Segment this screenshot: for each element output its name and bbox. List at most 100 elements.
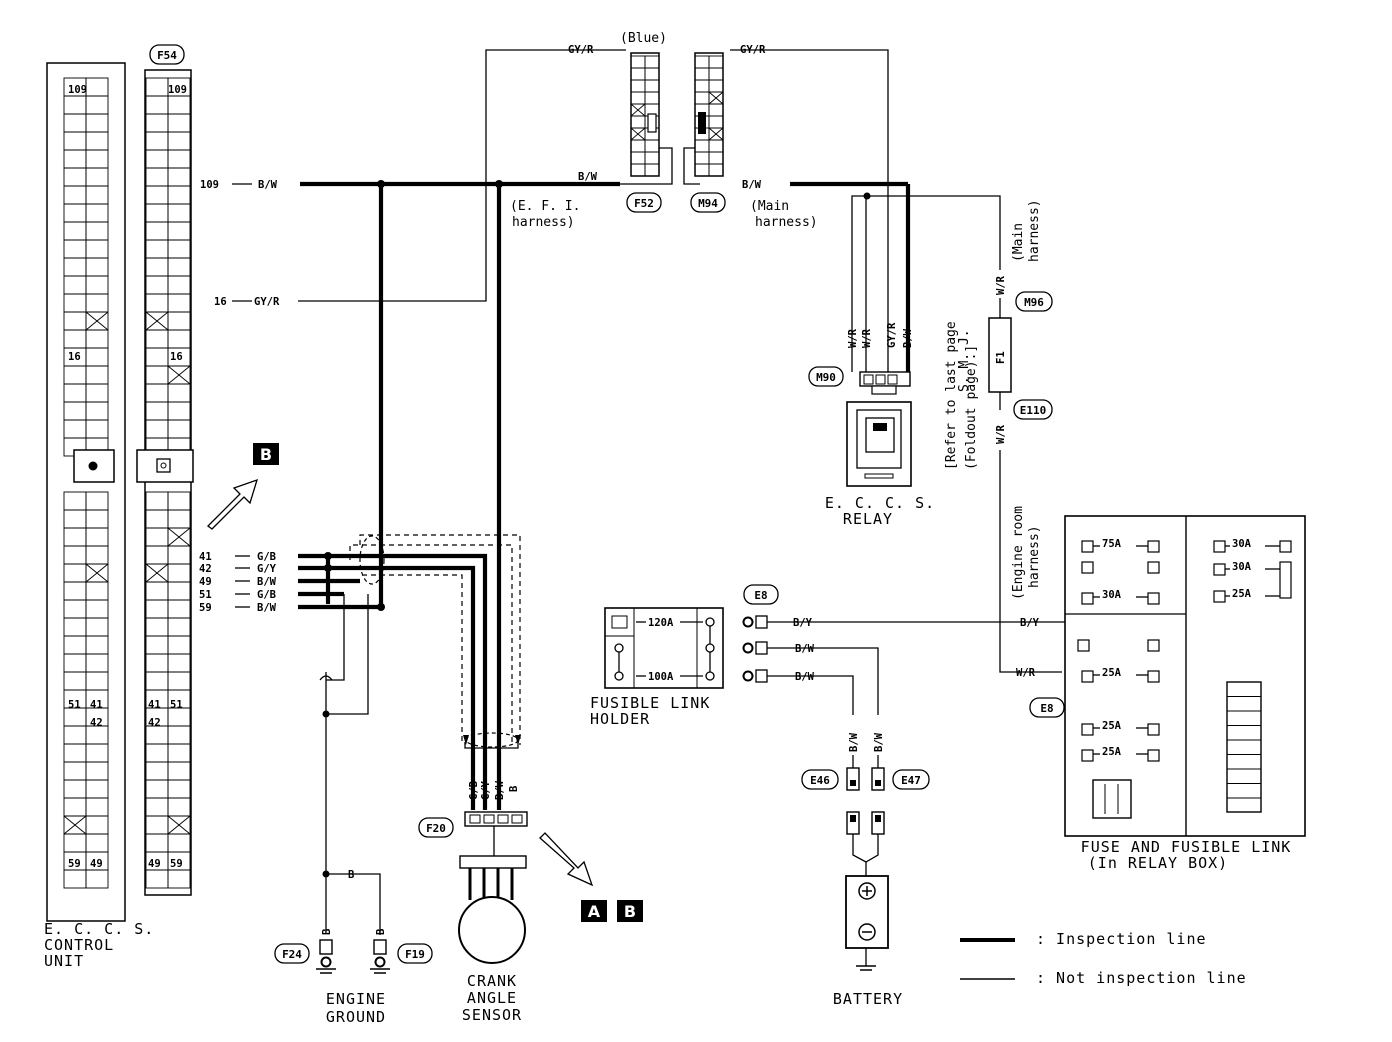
svg-text:E110: E110 (1020, 404, 1047, 417)
main-harness-label-1: (Main (750, 199, 789, 214)
fuse-right-30a-1: 30A (1232, 538, 1252, 550)
f52-connector (630, 52, 660, 177)
wire-41-color: G/B (257, 551, 276, 563)
smj-wire-wr-top: W/R (995, 275, 1007, 295)
f54-pin-51-label: 51 (170, 699, 183, 711)
svg-text:E46: E46 (810, 774, 830, 787)
eccs-relay-label-1: E. C. C. S. (825, 494, 935, 512)
wire-by-right: B/Y (1020, 617, 1040, 629)
m94-connector (694, 52, 724, 177)
svg-text:E8: E8 (1040, 702, 1053, 715)
e46-badge: E46 (801, 769, 839, 790)
wire-41-label: 41 (199, 551, 212, 563)
wire-109-color: B/W (258, 179, 278, 191)
fl-120a-label: 120A (648, 617, 674, 629)
f54-pin-42-label: 42 (148, 717, 161, 729)
svg-text:B: B (260, 445, 272, 464)
wire-49-label: 49 (199, 576, 212, 588)
fl-100a-label: 100A (648, 671, 674, 683)
f52-badge: F52 (626, 192, 662, 213)
cas-wire-b: B (508, 786, 520, 792)
ground-wire-b2: B (375, 929, 387, 935)
svg-text:E8: E8 (754, 589, 767, 602)
wire-gyr-left (298, 49, 626, 302)
wire-109-label: 109 (200, 179, 219, 191)
e8-box-badge: E8 (1029, 697, 1065, 718)
eccs-relay: E. C. C. S. RELAY (825, 371, 935, 528)
reference-ab-bottom: A B (539, 832, 643, 922)
wire-59-label: 59 (199, 602, 212, 614)
ecu-pin-16-label: 16 (68, 351, 81, 363)
fl-wire-bw1: B/W (795, 643, 815, 655)
smj-wire-wr-bot: W/R (995, 424, 1007, 444)
main-harness-vertical-1: (Main (1011, 223, 1026, 262)
fuse-30a-label: 30A (1102, 589, 1122, 601)
svg-text:F54: F54 (157, 49, 177, 62)
f54-pin-109-label: 109 (168, 84, 187, 96)
cas-label-1: CRANK (467, 972, 517, 990)
cas-label-2: ANGLE (467, 989, 517, 1007)
ecu-wire-bundle-labels: 41 42 49 51 59 G/B G/Y B/W G/B B/W (199, 551, 277, 614)
ecu-label-2: CONTROL (44, 936, 114, 954)
relay-wire-wr1: W/R (847, 328, 859, 348)
ecu-terminal-grid-left (63, 77, 109, 889)
wire-59-color: B/W (257, 602, 277, 614)
fusible-link-holder: 120A 100A FUSIBLE LINK HOLDER (590, 607, 724, 728)
main-harness-label-2: harness) (755, 215, 818, 230)
wire-bw-main-label: B/W (742, 179, 762, 191)
f24-badge: F24 (274, 943, 310, 964)
relay-wire-gyr: GY/R (886, 322, 898, 348)
fusebox-label-1: FUSE AND FUSIBLE LINK (1081, 838, 1292, 856)
cas-wire-gy: G/Y (480, 780, 492, 800)
wire-wr-right: W/R (1016, 667, 1036, 679)
svg-text:F19: F19 (405, 948, 425, 961)
fuse-75a-label: 75A (1102, 538, 1122, 550)
efi-harness-label-2: harness) (512, 215, 575, 230)
fl-holder-label-2: HOLDER (590, 710, 650, 728)
fl-wire-by: B/Y (793, 617, 813, 629)
wire-16-label: 16 (214, 296, 227, 308)
legend-inspection-line: : Inspection line (1036, 930, 1207, 948)
crank-angle-sensor: G/B G/Y B/W B CRANK ANGLE SENSOR (458, 780, 528, 1024)
ecu-pin-59-label: 59 (68, 858, 81, 870)
eccs-relay-label-2: RELAY (843, 510, 893, 528)
f20-badge: F20 (418, 817, 454, 838)
legend-not-inspection-line: : Not inspection line (1036, 969, 1247, 987)
eccs-control-unit: 109 16 51 41 42 59 49 (46, 62, 126, 922)
engine-ground-label-1: ENGINE (326, 990, 386, 1008)
smj-label-3: (Foldout page).] (964, 345, 979, 470)
svg-text:E47: E47 (901, 774, 921, 787)
fuse-right-25a: 25A (1232, 588, 1252, 600)
cas-wire-bw: B/W (494, 780, 506, 800)
m90-badge: M90 (808, 366, 844, 387)
ecu-pin-51-label: 51 (68, 699, 81, 711)
battery: B/W B/W BATTERY (833, 732, 902, 1008)
wire-gyr-right-label: GY/R (740, 44, 766, 56)
wire-49-color: B/W (257, 576, 277, 588)
svg-text:F24: F24 (282, 948, 302, 961)
engine-room-harness-1: (Engine room (1011, 506, 1026, 600)
legend: : Inspection line : Not inspection line (960, 930, 1247, 987)
engine-ground: B B ENGINE GROUND (316, 929, 390, 1026)
fuse-25a-label-2: 25A (1102, 720, 1122, 732)
efi-harness-label-1: (E. F. I. (510, 199, 580, 214)
ecu-pin-49-label: 49 (90, 858, 103, 870)
smj-label-1: S. M. J. (957, 329, 972, 392)
ecu-terminal-grid-right (145, 77, 191, 889)
wire-gyr-right (730, 49, 889, 380)
reference-b-top: B (207, 443, 279, 530)
m94-badge: M94 (690, 192, 726, 213)
wire-gnd-b-label: B (348, 869, 354, 881)
ecu-label-1: E. C. C. S. (44, 920, 154, 938)
svg-text:M94: M94 (698, 197, 718, 210)
battery-wire-bw2: B/W (873, 732, 885, 752)
ground-wire-b1: B (321, 929, 333, 935)
wire-16-color: GY/R (254, 296, 280, 308)
fl-terminals: B/Y B/W B/W B/Y W/R (742, 615, 1173, 715)
fuse-and-fusible-link-box: 75A 30A 25A 25A 25A 30A 30A 25A FUSE AND… (1064, 515, 1306, 872)
e47-badge: E47 (892, 769, 930, 790)
smj-label-2: [Refer to last page (944, 321, 959, 470)
wire-42-color: G/Y (257, 563, 277, 575)
f1-label: F1 (995, 351, 1007, 364)
